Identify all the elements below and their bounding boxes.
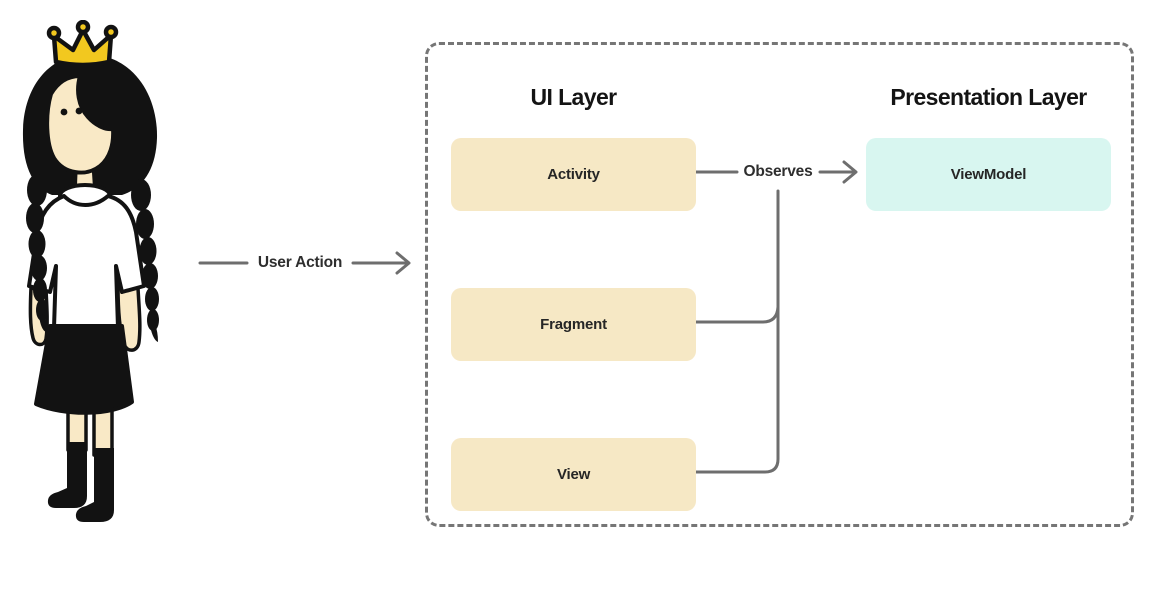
view-node: View [451, 438, 696, 511]
presentation-layer-title: Presentation Layer [890, 84, 1087, 110]
left-braid [26, 174, 48, 332]
crown-tip-middle [75, 20, 91, 35]
viewmodel-node: ViewModel [866, 138, 1111, 211]
activity-node: Activity [451, 138, 696, 211]
left-eye [60, 108, 68, 116]
skirt [34, 324, 134, 415]
right-braid [131, 179, 159, 342]
user-action-arrowhead-icon [395, 251, 411, 275]
face [45, 74, 116, 175]
observes-label: Observes [741, 163, 815, 181]
crown-icon [51, 27, 114, 68]
left-boot [47, 442, 87, 508]
activity-node-label: Activity [547, 166, 600, 183]
crown-tip-left [46, 25, 62, 41]
ui-layer-title: UI Layer [530, 84, 618, 110]
user-action-label: User Action [255, 254, 345, 272]
right-eye [75, 107, 83, 115]
princess-character-illustration [22, 20, 159, 522]
fragment-node: Fragment [451, 288, 696, 361]
viewmodel-node-label: ViewModel [950, 166, 1027, 183]
crown-tip-right [103, 24, 119, 40]
view-node-label: View [556, 466, 591, 483]
fragment-node-label: Fragment [540, 316, 607, 333]
right-boot [75, 448, 114, 522]
architecture-boundary: UI Layer Presentation Layer Activity Fra… [425, 42, 1134, 527]
